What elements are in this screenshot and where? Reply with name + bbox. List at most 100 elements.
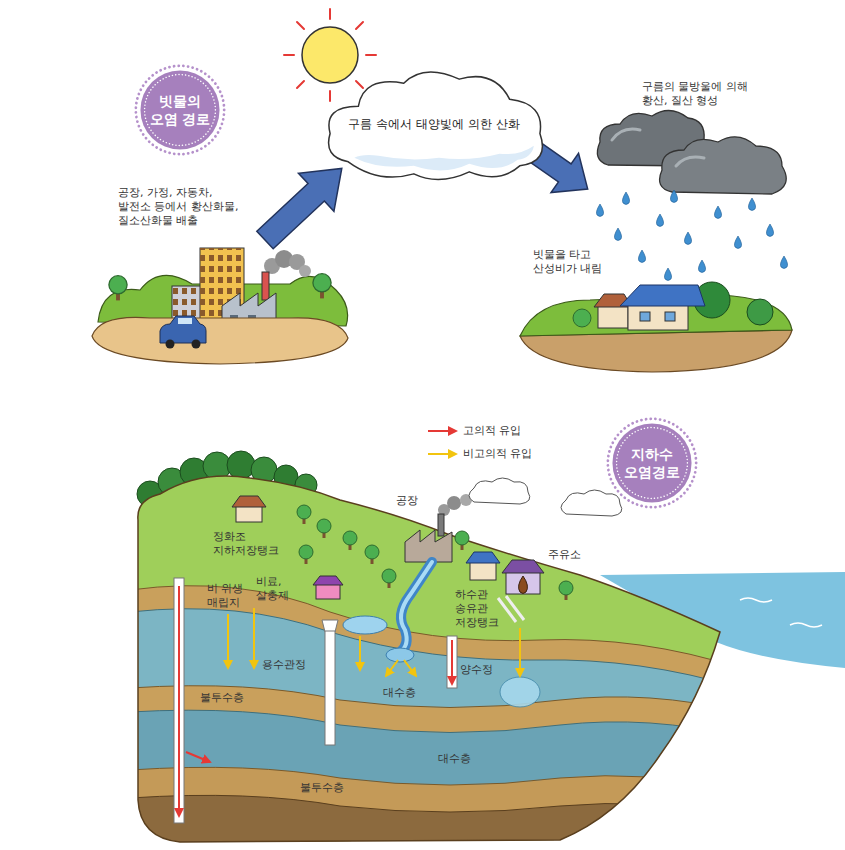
wave xyxy=(790,623,822,627)
car xyxy=(160,316,206,343)
cross-section xyxy=(130,460,740,850)
wheel xyxy=(192,340,201,349)
pink-house xyxy=(313,576,343,599)
tree xyxy=(317,519,331,538)
well-label: 양수정 xyxy=(460,663,493,677)
river-mouth xyxy=(386,648,414,662)
raindrop xyxy=(656,214,663,227)
process-note: 공장, 가정, 자동차, 발전소 등에서 황산화물, 질소산화물 배출 xyxy=(118,186,244,228)
layer-label: 불투수층 xyxy=(200,691,244,705)
sun-ray xyxy=(284,54,294,56)
tree xyxy=(299,545,313,564)
roof xyxy=(466,552,500,563)
flow-arrow-shape xyxy=(247,149,359,259)
soil-layer xyxy=(130,586,740,850)
emission-scene xyxy=(92,248,348,364)
topic-badge: 빗물의 오염 경로 xyxy=(134,64,226,156)
badge-outline xyxy=(134,64,226,156)
topic-badge: 지하수 오염경로 xyxy=(606,417,698,509)
river-highlight xyxy=(400,562,432,652)
sun-ray xyxy=(356,81,363,88)
source-label: 정화조 지하저장탱크 xyxy=(213,530,285,558)
raindrop xyxy=(596,204,603,217)
cloud xyxy=(469,478,530,504)
dark-cloud xyxy=(660,137,787,194)
raindrop xyxy=(748,198,755,211)
layer-label: 대수층 xyxy=(438,752,471,766)
tree xyxy=(313,274,331,299)
tree xyxy=(227,451,255,479)
ground xyxy=(92,317,348,364)
impermeable-layer xyxy=(130,686,740,850)
unintentional-inflow-arrow xyxy=(404,660,416,676)
tree xyxy=(343,531,357,550)
house xyxy=(506,572,540,594)
roof xyxy=(313,576,343,585)
raindrop xyxy=(734,236,741,249)
badge-inner-ring xyxy=(617,428,688,499)
legend-sample-arrow xyxy=(428,453,456,455)
river xyxy=(400,562,432,652)
raindrop xyxy=(780,256,787,269)
node-label: 빗물의 오염 경로 xyxy=(148,92,212,128)
tree xyxy=(747,299,773,325)
layer-label: 대수층 xyxy=(383,686,416,700)
well-head xyxy=(322,620,338,632)
factory-building xyxy=(405,530,452,562)
wave xyxy=(740,598,772,602)
house xyxy=(316,584,340,599)
sun-ray xyxy=(297,22,304,29)
intentional-inflow-arrow xyxy=(186,752,210,762)
badge-disc xyxy=(140,70,219,149)
roof xyxy=(502,560,544,573)
unintentional-inflow-arrow xyxy=(519,628,521,676)
tree xyxy=(559,581,573,600)
source-label: 비 위생 매립지 xyxy=(207,582,249,610)
sun-ray xyxy=(329,9,331,19)
pipe xyxy=(506,596,524,620)
raindrop xyxy=(684,232,691,245)
rain xyxy=(596,190,787,281)
sun-ray xyxy=(366,54,376,56)
cloud-highlight xyxy=(676,157,704,166)
badge-outline xyxy=(606,417,698,509)
raindrop xyxy=(766,224,773,237)
dark-cloud xyxy=(597,110,706,166)
unintentional-inflow-arrow xyxy=(359,636,361,670)
roof xyxy=(620,285,705,306)
source-label: 주유소 xyxy=(548,548,581,562)
tree xyxy=(297,505,311,524)
badge-dotted-ring xyxy=(136,66,224,154)
smoke xyxy=(447,496,461,510)
tree xyxy=(455,531,469,550)
cloud-highlight xyxy=(612,129,640,140)
deep-well xyxy=(174,578,184,823)
impermeable-layer xyxy=(130,767,740,850)
water-well xyxy=(325,631,335,745)
pond xyxy=(343,616,387,634)
cloud-shape: 구름 속에서 태양빛에 의한 산화 xyxy=(318,61,550,187)
unintentional-inflow-arrow xyxy=(253,608,255,668)
cloud-body xyxy=(329,72,543,180)
house xyxy=(236,506,262,522)
aquifer-layer xyxy=(130,710,740,850)
house xyxy=(628,305,688,330)
pumping-well xyxy=(447,636,457,688)
window xyxy=(665,312,675,321)
oil-drop-sign xyxy=(519,576,528,594)
rain-clouds xyxy=(597,110,786,194)
wheel xyxy=(166,340,175,349)
house xyxy=(470,562,496,580)
tree xyxy=(382,569,396,588)
well-label: 용수관정 xyxy=(262,658,306,672)
source-label: 공장 xyxy=(396,494,418,508)
septic-house xyxy=(232,496,266,522)
legend-entry: 고의적 유입 xyxy=(463,424,522,438)
sun-disc xyxy=(302,27,358,83)
ground xyxy=(520,330,792,372)
badge-disc xyxy=(612,423,691,502)
legend-sample-arrow xyxy=(428,430,456,432)
rain-scene xyxy=(520,282,792,372)
raindrop xyxy=(614,228,621,241)
tree xyxy=(365,545,379,564)
